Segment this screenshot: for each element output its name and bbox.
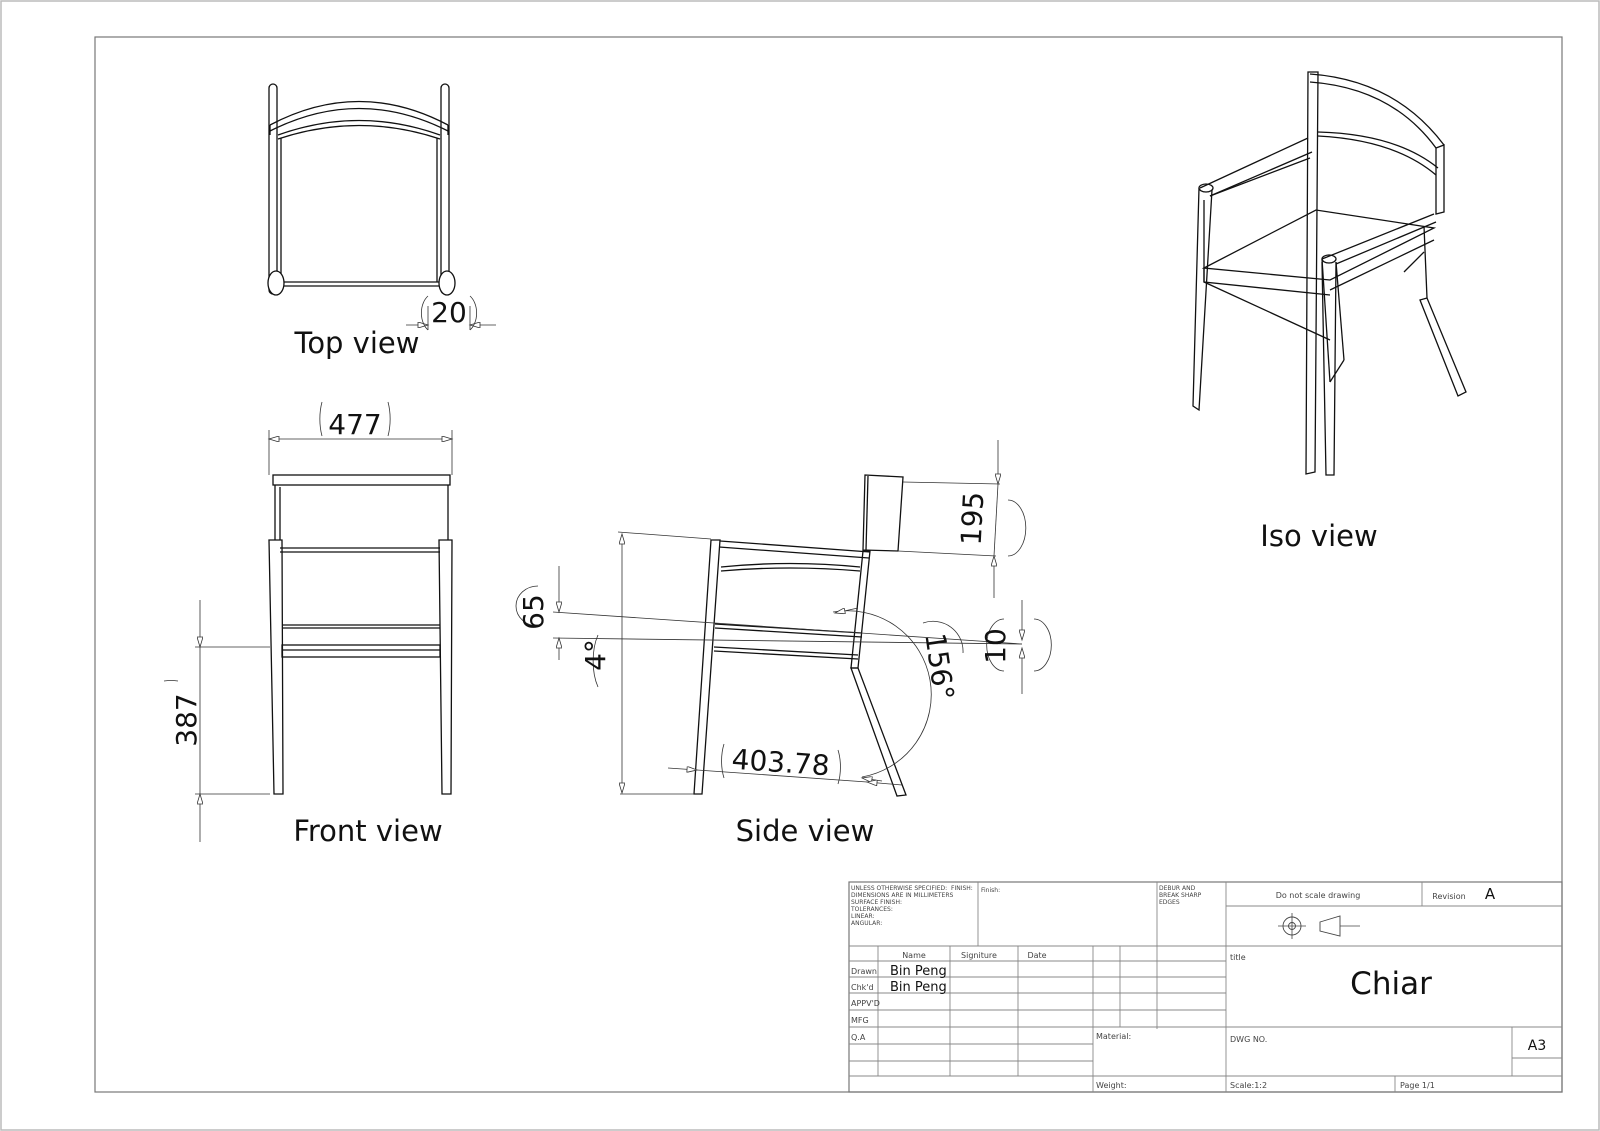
tb-deburr-3: EDGES: [1159, 899, 1180, 906]
tb-checked-by: Bin Peng: [890, 980, 947, 995]
tb-note-6: ANGULAR:: [851, 920, 882, 927]
top-view-label: Top view: [294, 326, 420, 360]
iso-view-label: Iso view: [1260, 519, 1377, 553]
tb-note-2: DIMENSIONS ARE IN MILLIMETERS: [851, 892, 953, 899]
dim-back-height: 195: [955, 491, 991, 546]
tb-row-qa: Q.A: [851, 1033, 866, 1042]
dim-seat-tilt: 4°: [579, 639, 612, 671]
dim-seat-height: 387: [170, 693, 203, 746]
tb-do-not-scale: Do not scale drawing: [1276, 891, 1361, 900]
tb-size: A3: [1528, 1038, 1546, 1054]
front-view-label: Front view: [293, 814, 442, 848]
tb-col-date: Date: [1027, 951, 1046, 960]
tb-scale: Scale:1:2: [1230, 1081, 1267, 1090]
tb-title-label: title: [1230, 953, 1246, 962]
tb-revision-value: A: [1485, 885, 1496, 903]
front-view-drawing: [163, 401, 452, 842]
tb-dwg-label: DWG NO.: [1230, 1035, 1267, 1044]
tb-drawn-by: Bin Peng: [890, 964, 947, 979]
tb-row-appvd: APPV'D: [851, 999, 880, 1008]
tb-note-4: TOLERANCES:: [850, 906, 893, 913]
dim-rail-offset: 10: [979, 628, 1012, 664]
dim-overall-width: 477: [328, 408, 381, 441]
dim-base-depth: 403.78: [731, 743, 831, 783]
dim-leg-angle: 156°: [918, 631, 960, 702]
dim-back-drop: 65: [517, 594, 550, 630]
title-block: [848, 881, 1563, 1093]
side-view-label: Side view: [736, 814, 875, 848]
tb-col-name: Name: [902, 951, 926, 960]
tb-note-3: SURFACE FINISH:: [851, 899, 902, 906]
tb-page: Page 1/1: [1400, 1081, 1435, 1090]
tb-finish-inline: FINISH:: [951, 885, 973, 892]
tb-note-1: UNLESS OTHERWISE SPECIFIED:: [851, 885, 947, 892]
drawing-frame: [94, 36, 1563, 1093]
tb-row-drawn: Drawn: [851, 967, 877, 976]
tb-weight-label: Weight:: [1096, 1081, 1127, 1090]
dim-top-width: 20: [431, 296, 467, 329]
tb-title: Chiar: [1350, 966, 1432, 1002]
side-view-drawing: [515, 440, 1052, 797]
top-view-drawing: [267, 83, 496, 331]
tb-row-mfg: MFG: [851, 1016, 869, 1025]
iso-view-drawing: [1192, 71, 1467, 476]
tb-finish-label: Finish:: [981, 887, 1000, 894]
tb-deburr-1: DEBUR AND: [1159, 885, 1196, 892]
tb-material-label: Material:: [1096, 1032, 1131, 1041]
tb-row-chkd: Chk'd: [851, 983, 874, 992]
tb-deburr-2: BREAK SHARP: [1159, 892, 1202, 899]
tb-note-5: LINEAR:: [851, 913, 875, 920]
tb-revision-label: Revision: [1432, 892, 1465, 901]
tb-col-signature: Signiture: [961, 951, 997, 960]
